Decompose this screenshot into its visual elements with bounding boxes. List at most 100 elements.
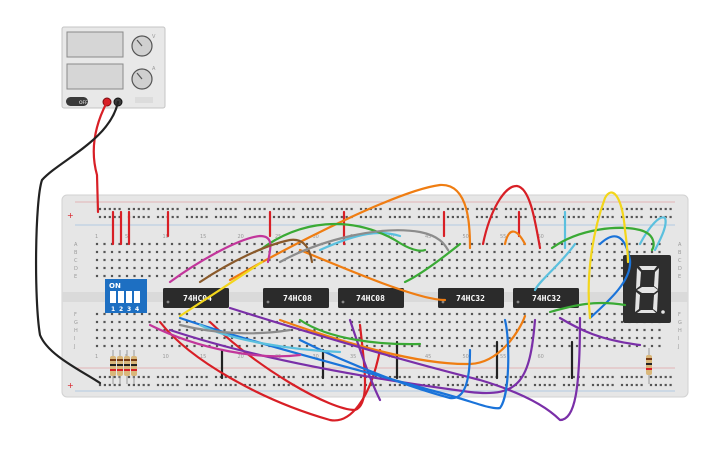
breadboard-hole[interactable] (649, 215, 653, 219)
breadboard-hole[interactable] (171, 375, 174, 379)
breadboard-hole[interactable] (448, 312, 451, 316)
breadboard-hole[interactable] (320, 266, 324, 270)
breadboard-hole[interactable] (379, 383, 382, 387)
breadboard-hole[interactable] (223, 328, 226, 332)
breadboard-hole[interactable] (185, 242, 189, 246)
breadboard-hole[interactable] (456, 375, 459, 379)
breadboard-hole[interactable] (500, 266, 504, 270)
breadboard-hole[interactable] (515, 242, 519, 246)
breadboard-hole[interactable] (103, 215, 106, 219)
breadboard-hole[interactable] (358, 258, 361, 262)
breadboard-hole[interactable] (350, 312, 354, 316)
breadboard-hole[interactable] (103, 344, 106, 348)
breadboard-hole[interactable] (611, 375, 614, 379)
breadboard-hole[interactable] (630, 375, 633, 379)
breadboard-hole[interactable] (560, 312, 564, 316)
breadboard-hole[interactable] (103, 320, 106, 324)
breadboard-hole[interactable] (480, 215, 483, 219)
breadboard-hole[interactable] (598, 344, 601, 348)
breadboard-hole[interactable] (170, 274, 174, 278)
breadboard-hole[interactable] (215, 274, 219, 278)
wire-yellow-1[interactable] (178, 260, 264, 318)
breadboard-hole[interactable] (388, 375, 392, 379)
breadboard-hole[interactable] (620, 258, 624, 262)
breadboard-hole[interactable] (509, 215, 512, 219)
breadboard-hole[interactable] (398, 383, 401, 387)
breadboard-hole[interactable] (523, 258, 526, 262)
breadboard-hole[interactable] (418, 320, 421, 324)
breadboard-hole[interactable] (567, 215, 570, 219)
breadboard-hole[interactable] (170, 312, 174, 316)
breadboard-hole[interactable] (277, 207, 280, 211)
breadboard-hole[interactable] (620, 274, 624, 278)
breadboard-hole[interactable] (591, 375, 595, 379)
breadboard-hole[interactable] (490, 207, 493, 211)
breadboard-hole[interactable] (596, 375, 599, 379)
breadboard-hole[interactable] (470, 328, 474, 332)
breadboard-hole[interactable] (305, 242, 309, 246)
breadboard-hole[interactable] (358, 242, 361, 246)
breadboard-hole[interactable] (446, 383, 450, 387)
breadboard-hole[interactable] (268, 274, 271, 278)
breadboard-hole[interactable] (373, 250, 376, 254)
breadboard-hole[interactable] (321, 207, 324, 211)
breadboard-hole[interactable] (200, 336, 204, 340)
breadboard-hole[interactable] (601, 383, 604, 387)
breadboard-hole[interactable] (408, 207, 411, 211)
breadboard-hole[interactable] (118, 266, 121, 270)
breadboard-hole[interactable] (200, 242, 204, 246)
breadboard-hole[interactable] (313, 250, 316, 254)
breadboard-hole[interactable] (275, 266, 279, 270)
breadboard-hole[interactable] (200, 215, 203, 219)
breadboard-hole[interactable] (658, 336, 661, 340)
breadboard-hole[interactable] (277, 383, 280, 387)
breadboard-hole[interactable] (440, 344, 444, 348)
breadboard-hole[interactable] (523, 328, 526, 332)
breadboard-hole[interactable] (440, 320, 444, 324)
breadboard-hole[interactable] (433, 242, 436, 246)
breadboard-hole[interactable] (95, 242, 99, 246)
breadboard-hole[interactable] (478, 274, 481, 278)
breadboard-hole[interactable] (437, 383, 440, 387)
breadboard-hole[interactable] (605, 320, 609, 324)
breadboard-hole[interactable] (455, 320, 459, 324)
breadboard-hole[interactable] (504, 375, 508, 379)
breadboard-hole[interactable] (133, 258, 136, 262)
breadboard-hole[interactable] (466, 383, 469, 387)
breadboard-hole[interactable] (380, 328, 384, 332)
breadboard-hole[interactable] (515, 312, 519, 316)
breadboard-hole[interactable] (161, 383, 164, 387)
breadboard-hole[interactable] (388, 336, 391, 340)
breadboard-hole[interactable] (568, 312, 571, 316)
breadboard-hole[interactable] (553, 328, 556, 332)
breadboard-hole[interactable] (437, 207, 440, 211)
breadboard-hole[interactable] (103, 328, 106, 332)
breadboard-hole[interactable] (95, 274, 99, 278)
breadboard-hole[interactable] (125, 242, 129, 246)
breadboard-hole[interactable] (437, 215, 440, 219)
breadboard-hole[interactable] (350, 274, 354, 278)
breadboard-hole[interactable] (219, 207, 222, 211)
breadboard-hole[interactable] (398, 215, 401, 219)
breadboard-hole[interactable] (365, 328, 369, 332)
breadboard-hole[interactable] (283, 312, 286, 316)
breadboard-hole[interactable] (613, 258, 616, 262)
breadboard-hole[interactable] (461, 215, 464, 219)
breadboard-hole[interactable] (446, 375, 450, 379)
breadboard-hole[interactable] (195, 215, 198, 219)
breadboard-hole[interactable] (403, 274, 406, 278)
breadboard-hole[interactable] (320, 336, 324, 340)
breadboard-hole[interactable] (440, 242, 444, 246)
breadboard-hole[interactable] (335, 375, 338, 379)
breadboard-hole[interactable] (548, 207, 551, 211)
breadboard-hole[interactable] (373, 336, 376, 340)
breadboard-hole[interactable] (118, 344, 121, 348)
breadboard-hole[interactable] (185, 312, 189, 316)
breadboard-hole[interactable] (485, 344, 489, 348)
breadboard-hole[interactable] (193, 328, 196, 332)
breadboard-hole[interactable] (590, 274, 594, 278)
breadboard-hole[interactable] (560, 328, 564, 332)
breadboard-hole[interactable] (238, 312, 241, 316)
breadboard-hole[interactable] (215, 320, 219, 324)
breadboard-hole[interactable] (253, 344, 256, 348)
